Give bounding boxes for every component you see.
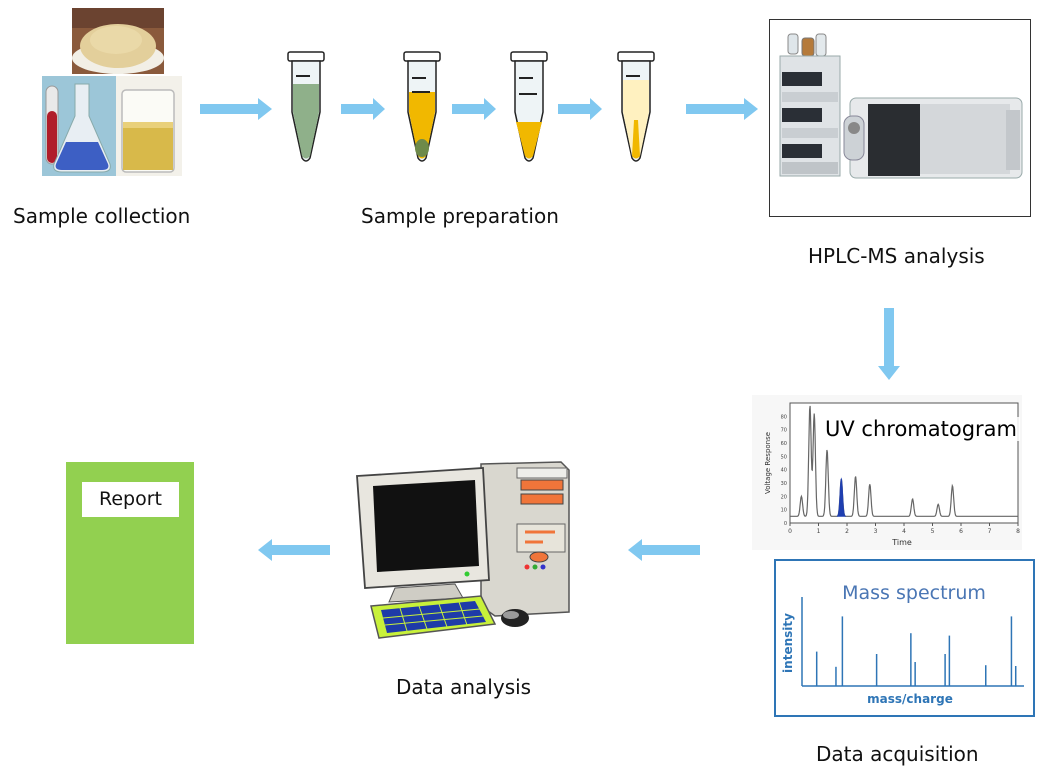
hplc-ms-instrument-icon (779, 33, 1023, 179)
uv-x-tick-label: 5 (931, 528, 935, 535)
uv-y-tick-label: 70 (781, 428, 787, 434)
tube-yellow-pellet-icon (403, 51, 441, 162)
beaker-image (116, 76, 182, 176)
tube-pale-icon (617, 51, 655, 162)
uv-y-axis-label: Voltage Response (764, 432, 772, 494)
computer-icon (356, 461, 570, 639)
uv-x-tick-label: 6 (959, 528, 963, 535)
uv-y-tick-label: 10 (781, 508, 787, 514)
uv-y-tick-label: 20 (781, 494, 787, 500)
flask-image (42, 76, 116, 176)
powder-image (72, 8, 164, 74)
arrow-right-icon (200, 98, 272, 120)
arrow-right-icon (452, 98, 496, 120)
uv-y-tick-label: 40 (781, 468, 787, 474)
label-data-analysis: Data analysis (396, 675, 532, 699)
uv-y-tick-label: 60 (781, 441, 787, 447)
mass-spectrum-x-axis-label: mass/charge (867, 692, 953, 706)
mass-spectrum-title: Mass spectrum (842, 582, 986, 604)
uv-x-tick-label: 3 (874, 528, 878, 535)
label-sample-preparation: Sample preparation (361, 204, 559, 228)
label-data-acquisition: Data acquisition (816, 742, 979, 766)
label-sample-collection: Sample collection (13, 204, 191, 228)
uv-y-tick-label: 30 (781, 481, 787, 487)
arrow-down-icon (878, 308, 900, 380)
uv-x-tick-label: 8 (1016, 528, 1020, 535)
uv-x-tick-label: 0 (788, 528, 792, 535)
uv-x-tick-label: 4 (902, 528, 906, 535)
tube-green-icon (287, 51, 325, 162)
uv-chromatogram-title: UV chromatogram (822, 417, 1020, 441)
arrow-right-icon (558, 98, 602, 120)
mass-spectrum-panel: Mass spectrum mass/charge intensity (774, 559, 1035, 717)
arrow-left-icon (258, 539, 330, 561)
arrow-right-icon (341, 98, 385, 120)
uv-x-tick-label: 7 (988, 528, 992, 535)
uv-x-tick-label: 2 (845, 528, 849, 535)
label-hplc-ms-analysis: HPLC-MS analysis (808, 244, 985, 268)
mass-spectrum-chart: Mass spectrum mass/charge intensity (781, 582, 1024, 706)
arrow-right-icon (686, 98, 758, 120)
arrow-left-icon (628, 539, 700, 561)
uv-y-tick-label: 80 (781, 414, 787, 420)
hplc-ms-photo (769, 19, 1031, 217)
uv-y-tick-label: 0 (784, 521, 787, 527)
tube-yellow-icon (510, 51, 548, 162)
uv-highlight-peak (836, 477, 846, 517)
uv-x-axis-label: Time (891, 538, 912, 547)
uv-y-tick-label: 50 (781, 454, 787, 460)
sample-collection-images (42, 8, 182, 176)
report-document: Report (66, 462, 194, 644)
uv-x-tick-label: 1 (817, 528, 821, 535)
report-title: Report (82, 482, 179, 517)
mass-spectrum-y-axis-label: intensity (781, 613, 795, 673)
